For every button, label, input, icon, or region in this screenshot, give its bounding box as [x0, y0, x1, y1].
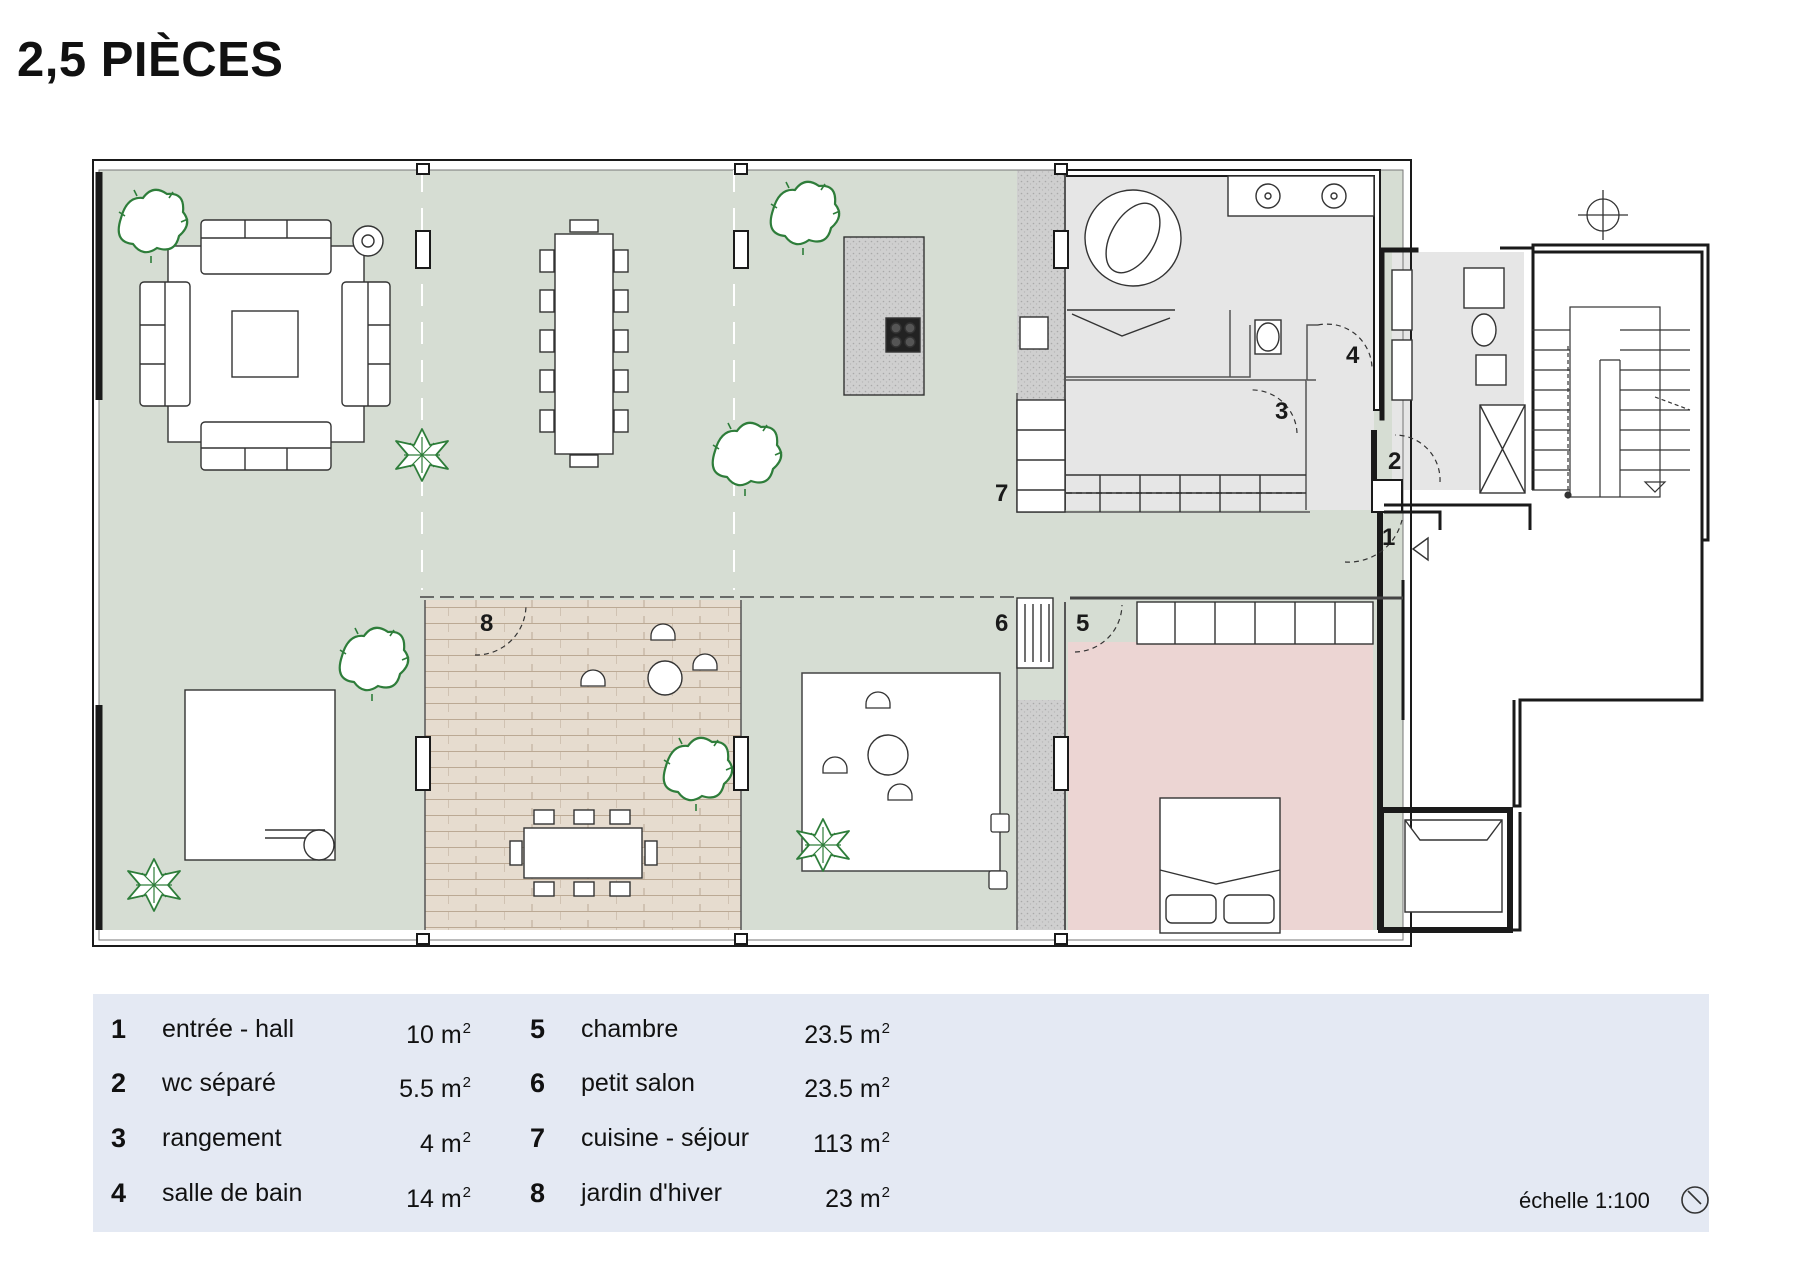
legend-area: 23.5 m2: [804, 1020, 890, 1049]
salon-shelf: [1016, 597, 1054, 669]
room-tag-7: 7: [995, 480, 1008, 507]
legend-row-2: 2 wc séparé 5.5 m2: [111, 1068, 471, 1103]
room-tag-5: 5: [1076, 610, 1089, 637]
legend-row-8: 8 jardin d'hiver 23 m2: [530, 1178, 890, 1213]
columns: [415, 163, 1069, 945]
double-vanity: [1227, 175, 1375, 217]
kitchen-island: [843, 236, 925, 396]
wall-strip-bottom: [1017, 700, 1065, 930]
entry-white: [1403, 500, 1703, 800]
kitchen-cabinets: [1016, 399, 1066, 513]
wc-shelf-top: [1391, 269, 1413, 331]
room-tag-6: 6: [995, 610, 1008, 637]
sofa-top: [200, 219, 332, 275]
legend-area: 5.5 m2: [399, 1074, 471, 1103]
salon-table: [867, 734, 909, 776]
living-furniture: [139, 219, 1066, 861]
legend-num: 8: [530, 1178, 546, 1208]
legend-area: 10 m2: [406, 1020, 471, 1049]
piano-stool: [303, 829, 335, 861]
legend-num: 5: [530, 1014, 546, 1044]
legend-area: 23 m2: [825, 1184, 890, 1213]
legend-area: 23.5 m2: [804, 1074, 890, 1103]
north-arrow-icon: [1578, 190, 1628, 240]
legend-label: chambre: [581, 1015, 679, 1043]
wc-basin: [1475, 354, 1507, 386]
room-legend: 1 entrée - hall 10 m2 2 wc séparé 5.5 m2…: [93, 994, 1709, 1232]
legend-row-5: 5 chambre 23.5 m2: [530, 1014, 890, 1049]
legend-label: cuisine - séjour: [581, 1124, 750, 1152]
room-tag-3: 3: [1275, 398, 1288, 425]
piano: [184, 689, 336, 861]
room-tag-8: 8: [480, 610, 493, 637]
entry-triangle-icon: [1411, 536, 1429, 562]
staircase: [1532, 306, 1691, 499]
legend-area: 14 m2: [406, 1184, 471, 1213]
wc-shelf-bottom: [1391, 339, 1413, 401]
walls: [92, 159, 1710, 947]
room-furniture: [509, 597, 1374, 934]
legend-num: 7: [530, 1123, 546, 1153]
legend-num: 4: [111, 1178, 127, 1208]
dining-table: [554, 233, 614, 455]
legend-num: 1: [111, 1014, 127, 1044]
legend-label: petit salon: [581, 1069, 695, 1097]
elevator: [1404, 819, 1503, 913]
door-swings: [474, 323, 1441, 656]
page-title: 2,5 PIÈCES: [17, 33, 284, 87]
legend-label: rangement: [162, 1124, 282, 1152]
legend-label: jardin d'hiver: [581, 1179, 722, 1207]
legend-area: 4 m2: [419, 1129, 471, 1158]
sofa-bottom: [200, 421, 332, 471]
garden-table: [523, 827, 643, 879]
cooktop: [885, 317, 921, 353]
coffee-table: [231, 310, 299, 378]
legend-num: 6: [530, 1068, 546, 1098]
legend-num: 3: [111, 1123, 127, 1153]
legend-row-6: 6 petit salon 23.5 m2: [530, 1068, 890, 1103]
legend-label: entrée - hall: [162, 1015, 295, 1043]
bathroom-fixtures: [1066, 175, 1526, 913]
scale-label: échelle 1:100: [1519, 1188, 1650, 1213]
kitchen-sink: [1019, 316, 1049, 350]
floor-plan: 1 2 3 4 5 6 7 8: [92, 159, 1710, 947]
wc-toilet: [1463, 267, 1505, 309]
legend-label: wc séparé: [162, 1069, 276, 1097]
room-tag-4: 4: [1346, 342, 1360, 369]
legend-row-1: 1 entrée - hall 10 m2: [111, 1014, 471, 1049]
legend-label: salle de bain: [162, 1179, 303, 1207]
sofa-right: [341, 281, 391, 407]
legend-row-4: 4 salle de bain 14 m2: [111, 1178, 471, 1213]
legend-row-3: 3 rangement 4 m2: [111, 1123, 471, 1158]
room-tag-1: 1: [1382, 524, 1395, 551]
room-tag-2: 2: [1388, 448, 1401, 475]
garden-side-table: [647, 660, 683, 696]
scale-compass-icon: [1681, 1186, 1709, 1214]
legend-row-7: 7 cuisine - séjour 113 m2: [530, 1123, 890, 1158]
legend-num: 2: [111, 1068, 127, 1098]
legend-area: 113 m2: [813, 1129, 890, 1158]
